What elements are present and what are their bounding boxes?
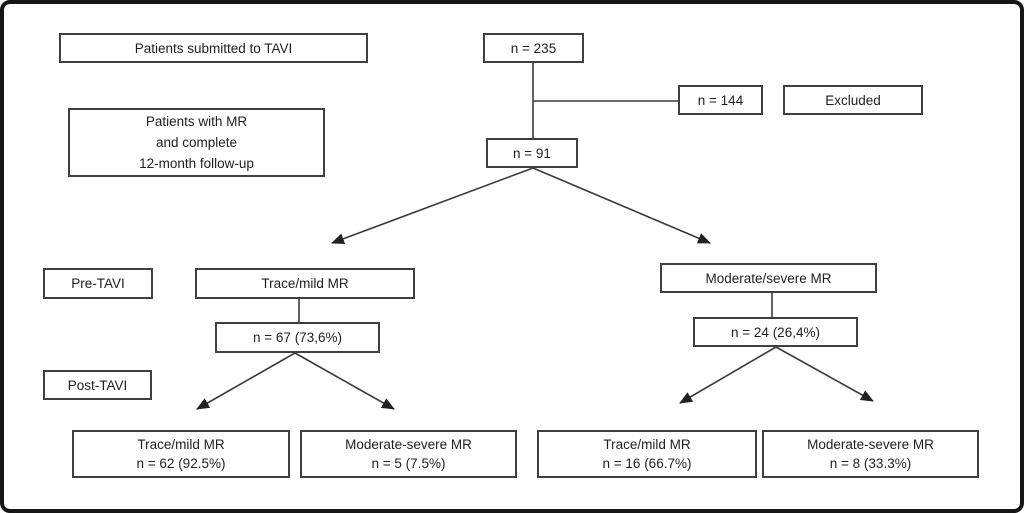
box-label-line3: 12-month follow-up xyxy=(139,156,254,171)
box-pre-moderate-severe: Moderate/severe MR xyxy=(660,263,877,293)
box-label-title: Moderate-severe MR xyxy=(807,437,934,452)
box-pre-moderate-severe-n: n = 24 (26,4%) xyxy=(693,317,858,347)
box-label: Trace/mild MR xyxy=(261,276,349,291)
box-pre-trace-mild-n: n = 67 (73,6%) xyxy=(215,322,380,353)
box-n-total: n = 235 xyxy=(483,33,584,63)
box-excluded: Excluded xyxy=(783,85,923,115)
box-label: n = 67 (73,6%) xyxy=(253,330,342,345)
box-label: Pre-TAVI xyxy=(71,276,125,291)
box-label: Post-TAVI xyxy=(67,377,128,393)
box-label-n: n = 16 (66.7%) xyxy=(602,456,692,471)
box-label: n = 144 xyxy=(697,92,744,108)
box-post-trace-after-trace: Trace/mild MR n = 62 (92.5%) xyxy=(72,430,290,478)
box-label: n = 91 xyxy=(513,145,551,161)
box-post-trace-after-modsev: Trace/mild MR n = 16 (66.7%) xyxy=(537,430,757,478)
box-label-n: n = 8 (33.3%) xyxy=(829,456,912,471)
box-label-n: n = 5 (7.5%) xyxy=(371,456,446,471)
box-n-excluded: n = 144 xyxy=(678,85,763,115)
box-label-line1: Patients with MR xyxy=(145,114,248,129)
box-post-modsev-after-modsev: Moderate-severe MR n = 8 (33.3%) xyxy=(762,430,979,478)
box-post-tavi-label: Post-TAVI xyxy=(43,370,152,400)
box-label: Moderate/severe MR xyxy=(705,270,832,286)
box-n-included: n = 91 xyxy=(486,138,578,168)
box-label-n: n = 62 (92.5%) xyxy=(136,456,226,471)
box-label: n = 235 xyxy=(510,40,557,56)
box-label: Patients submitted to TAVI xyxy=(134,40,293,56)
box-label-title: Moderate-severe MR xyxy=(345,437,472,452)
box-label-title: Trace/mild MR xyxy=(603,437,691,452)
box-label: Excluded xyxy=(825,92,881,108)
box-patients-with-mr: Patients with MR and complete 12-month f… xyxy=(68,108,325,177)
box-pre-trace-mild: Trace/mild MR xyxy=(195,268,415,299)
box-label: n = 24 (26,4%) xyxy=(731,324,820,340)
box-label-title: Trace/mild MR xyxy=(137,437,225,452)
box-post-modsev-after-trace: Moderate-severe MR n = 5 (7.5%) xyxy=(300,430,517,478)
box-pre-tavi-label: Pre-TAVI xyxy=(43,268,153,299)
box-patients-submitted: Patients submitted to TAVI xyxy=(59,33,368,63)
box-label-line2: and complete xyxy=(155,135,238,150)
